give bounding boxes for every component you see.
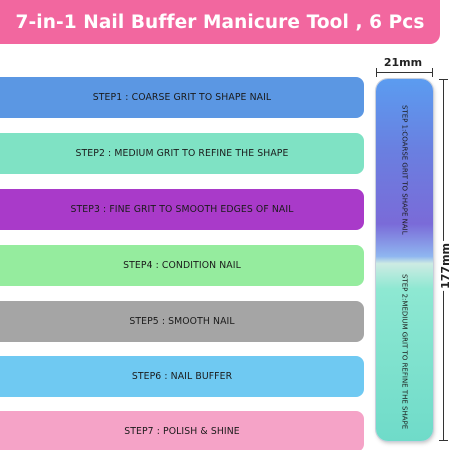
width-dimension-label: 21mm [383,56,423,69]
width-dimension-tick-left [376,68,377,77]
step-bar-1: STEP1 : COARSE GRIT TO SHAPE NAIL [0,77,364,118]
length-dimension-tick-bottom [439,440,448,441]
step-bar-7: STEP7 : POLISH & SHINE [0,411,364,450]
length-dimension-text: 177mm [438,241,450,291]
title-banner: 7-in-1 Nail Buffer Manicure Tool , 6 Pcs [0,0,440,44]
file-side2-text: STEP 2:MEDIUM GRIT TO REFINE THE SHAPE [376,269,433,434]
step-label: STEP1 : COARSE GRIT TO SHAPE NAIL [92,92,272,103]
step-label: STEP4 : CONDITION NAIL [123,260,241,271]
width-dimension-tick-right [432,68,433,77]
file-side2-label: STEP 2:MEDIUM GRIT TO REFINE THE SHAPE [400,273,409,430]
step-bar-2: STEP2 : MEDIUM GRIT TO REFINE THE SHAPE [0,133,364,174]
step-label: STEP2 : MEDIUM GRIT TO REFINE THE SHAPE [75,148,289,159]
step-label: STEP5 : SMOOTH NAIL [129,316,235,327]
page-title: 7-in-1 Nail Buffer Manicure Tool , 6 Pcs [15,11,425,33]
nail-file-image: STEP 1:COARSE GRIT TO SHAPE NAIL STEP 2:… [376,79,433,441]
step-bar-3: STEP3 : FINE GRIT TO SMOOTH EDGES OF NAI… [0,189,364,230]
step-bar-4: STEP4 : CONDITION NAIL [0,245,364,286]
file-side1-text: STEP 1:COARSE GRIT TO SHAPE NAIL [376,87,433,252]
width-dimension-line [376,72,433,73]
length-dimension-tick-top [439,79,448,80]
file-side1-label: STEP 1:COARSE GRIT TO SHAPE NAIL [400,104,409,235]
step-label: STEP7 : POLISH & SHINE [124,426,240,437]
length-dimension-label: 177mm [425,236,450,296]
step-bar-5: STEP5 : SMOOTH NAIL [0,301,364,342]
step-label: STEP6 : NAIL BUFFER [131,371,233,382]
step-bar-6: STEP6 : NAIL BUFFER [0,356,364,397]
step-label: STEP3 : FINE GRIT TO SMOOTH EDGES OF NAI… [70,204,294,215]
